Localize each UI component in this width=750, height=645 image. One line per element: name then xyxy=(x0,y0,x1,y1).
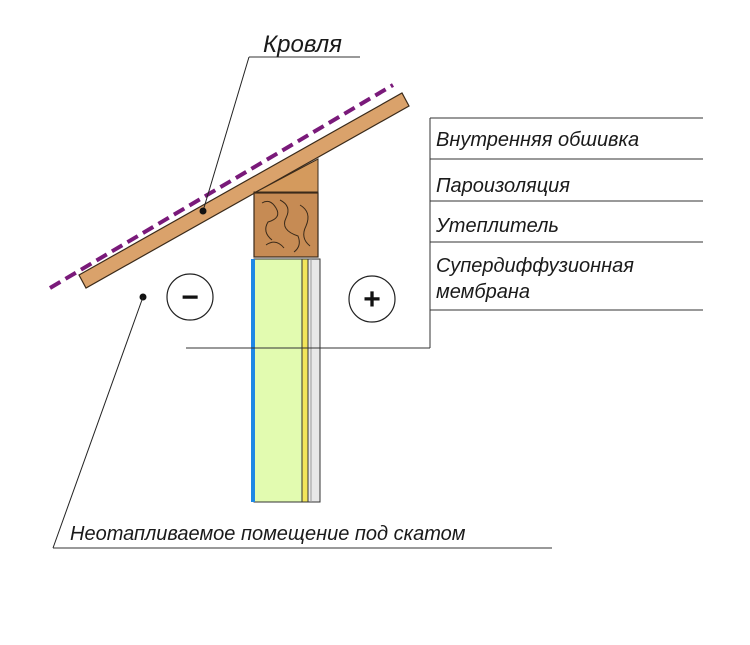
unheated-space-label: Неотапливаемое помещение под скатом xyxy=(70,523,466,545)
unheated-space-callout: Неотапливаемое помещение под скатом xyxy=(52,293,552,549)
legend-membrane-line1: Супердиффузионная xyxy=(436,255,634,277)
roof-label: Кровля xyxy=(263,31,342,58)
legend-inner-lining: Внутренняя обшивка xyxy=(436,129,639,151)
wall-section xyxy=(251,258,321,503)
inner-lining-layer xyxy=(307,258,321,503)
cold-side-marker: − xyxy=(166,273,214,321)
timber-beam xyxy=(253,192,319,258)
roof-covering-line xyxy=(48,83,395,290)
minus-sign: − xyxy=(181,281,199,314)
rafter-block xyxy=(253,158,319,194)
roof-board xyxy=(78,92,410,289)
warm-side-marker: + xyxy=(348,275,396,323)
legend-vapor-barrier: Пароизоляция xyxy=(436,175,570,197)
legend-insulation: Утеплитель xyxy=(435,215,559,237)
roof-callout: Кровля xyxy=(199,31,360,215)
membrane-layer xyxy=(251,259,255,502)
plus-sign: + xyxy=(363,283,381,316)
layer-legend: Внутренняя обшивка Пароизоляция Утеплите… xyxy=(186,117,703,349)
insulation-layer xyxy=(253,258,303,503)
vapor-barrier-layer xyxy=(301,258,309,503)
legend-membrane-line2: мембрана xyxy=(436,281,530,303)
